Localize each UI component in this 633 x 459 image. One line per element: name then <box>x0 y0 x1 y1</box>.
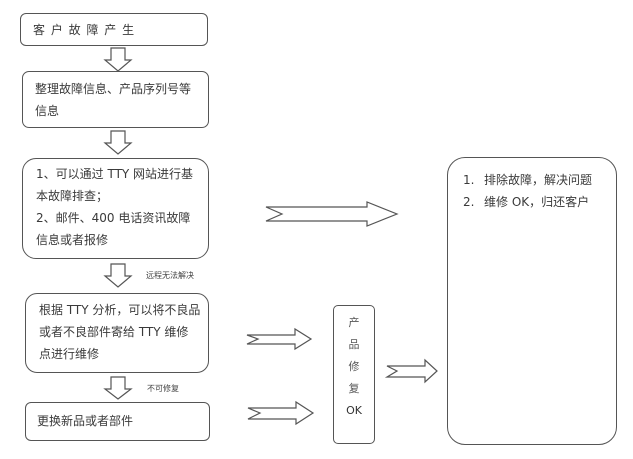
step-remote-support-line2: 本故障排查； <box>36 189 109 203</box>
edge-label-unrepairable: 不可修复 <box>147 384 179 393</box>
step-fault-occurs: 客 户 故 障 产 生 <box>20 13 208 46</box>
step-fault-occurs-text: 客 户 故 障 产 生 <box>33 23 136 37</box>
step-collect-info-line2: 信息 <box>35 104 60 118</box>
step-send-repair: 根据 TTY 分析，可以将不良品 或者不良部件寄给 TTY 维修 点进行维修 <box>25 293 209 373</box>
right-arrow-repair-to-ok <box>246 327 313 351</box>
step-collect-info-line1: 整理故障信息、产品序列号等 <box>35 82 192 96</box>
step-remote-support-line1: 1、可以通过 TTY 网站进行基 <box>36 167 194 181</box>
step-repair-ok: 产 品 修 复 OK <box>333 305 375 444</box>
step-send-repair-line2: 或者不良部件寄给 TTY 维修 <box>39 325 189 339</box>
right-arrow-replace-to-ok <box>247 400 315 426</box>
step-collect-info: 整理故障信息、产品序列号等 信息 <box>22 71 209 128</box>
step-send-repair-line1: 根据 TTY 分析，可以将不良品 <box>39 303 201 317</box>
step-remote-support-line4: 信息或者报修 <box>36 233 109 247</box>
repair-ok-char-1: 产 <box>348 316 360 329</box>
step-replace: 更换新品或者部件 <box>25 402 210 441</box>
repair-ok-char-5: OK <box>346 404 362 417</box>
result-item2-number: 2. <box>463 195 475 209</box>
repair-ok-char-4: 复 <box>348 382 360 395</box>
down-arrow-4 <box>103 376 133 400</box>
step-remote-support: 1、可以通过 TTY 网站进行基 本故障排查； 2、邮件、400 电话资讯故障 … <box>22 158 209 259</box>
down-arrow-2 <box>103 130 133 155</box>
result-item2-text: 维修 OK，归还客户 <box>484 195 590 209</box>
edge-label-remote-fail: 远程无法解决 <box>146 271 194 280</box>
repair-ok-char-2: 品 <box>348 338 360 351</box>
step-replace-text: 更换新品或者部件 <box>37 414 134 428</box>
down-arrow-1 <box>103 47 133 72</box>
step-send-repair-line3: 点进行维修 <box>39 347 100 361</box>
step-result: 1. 排除故障，解决问题 2. 维修 OK，归还客户 <box>447 157 617 445</box>
repair-ok-char-3: 修 <box>348 360 360 373</box>
step-remote-support-line3: 2、邮件、400 电话资讯故障 <box>36 211 191 225</box>
right-arrow-ok-to-result <box>384 358 438 384</box>
result-item1-text: 排除故障，解决问题 <box>484 173 593 187</box>
down-arrow-3 <box>103 263 133 288</box>
result-item1-number: 1. <box>463 173 475 187</box>
right-arrow-remote-to-result <box>265 201 399 227</box>
